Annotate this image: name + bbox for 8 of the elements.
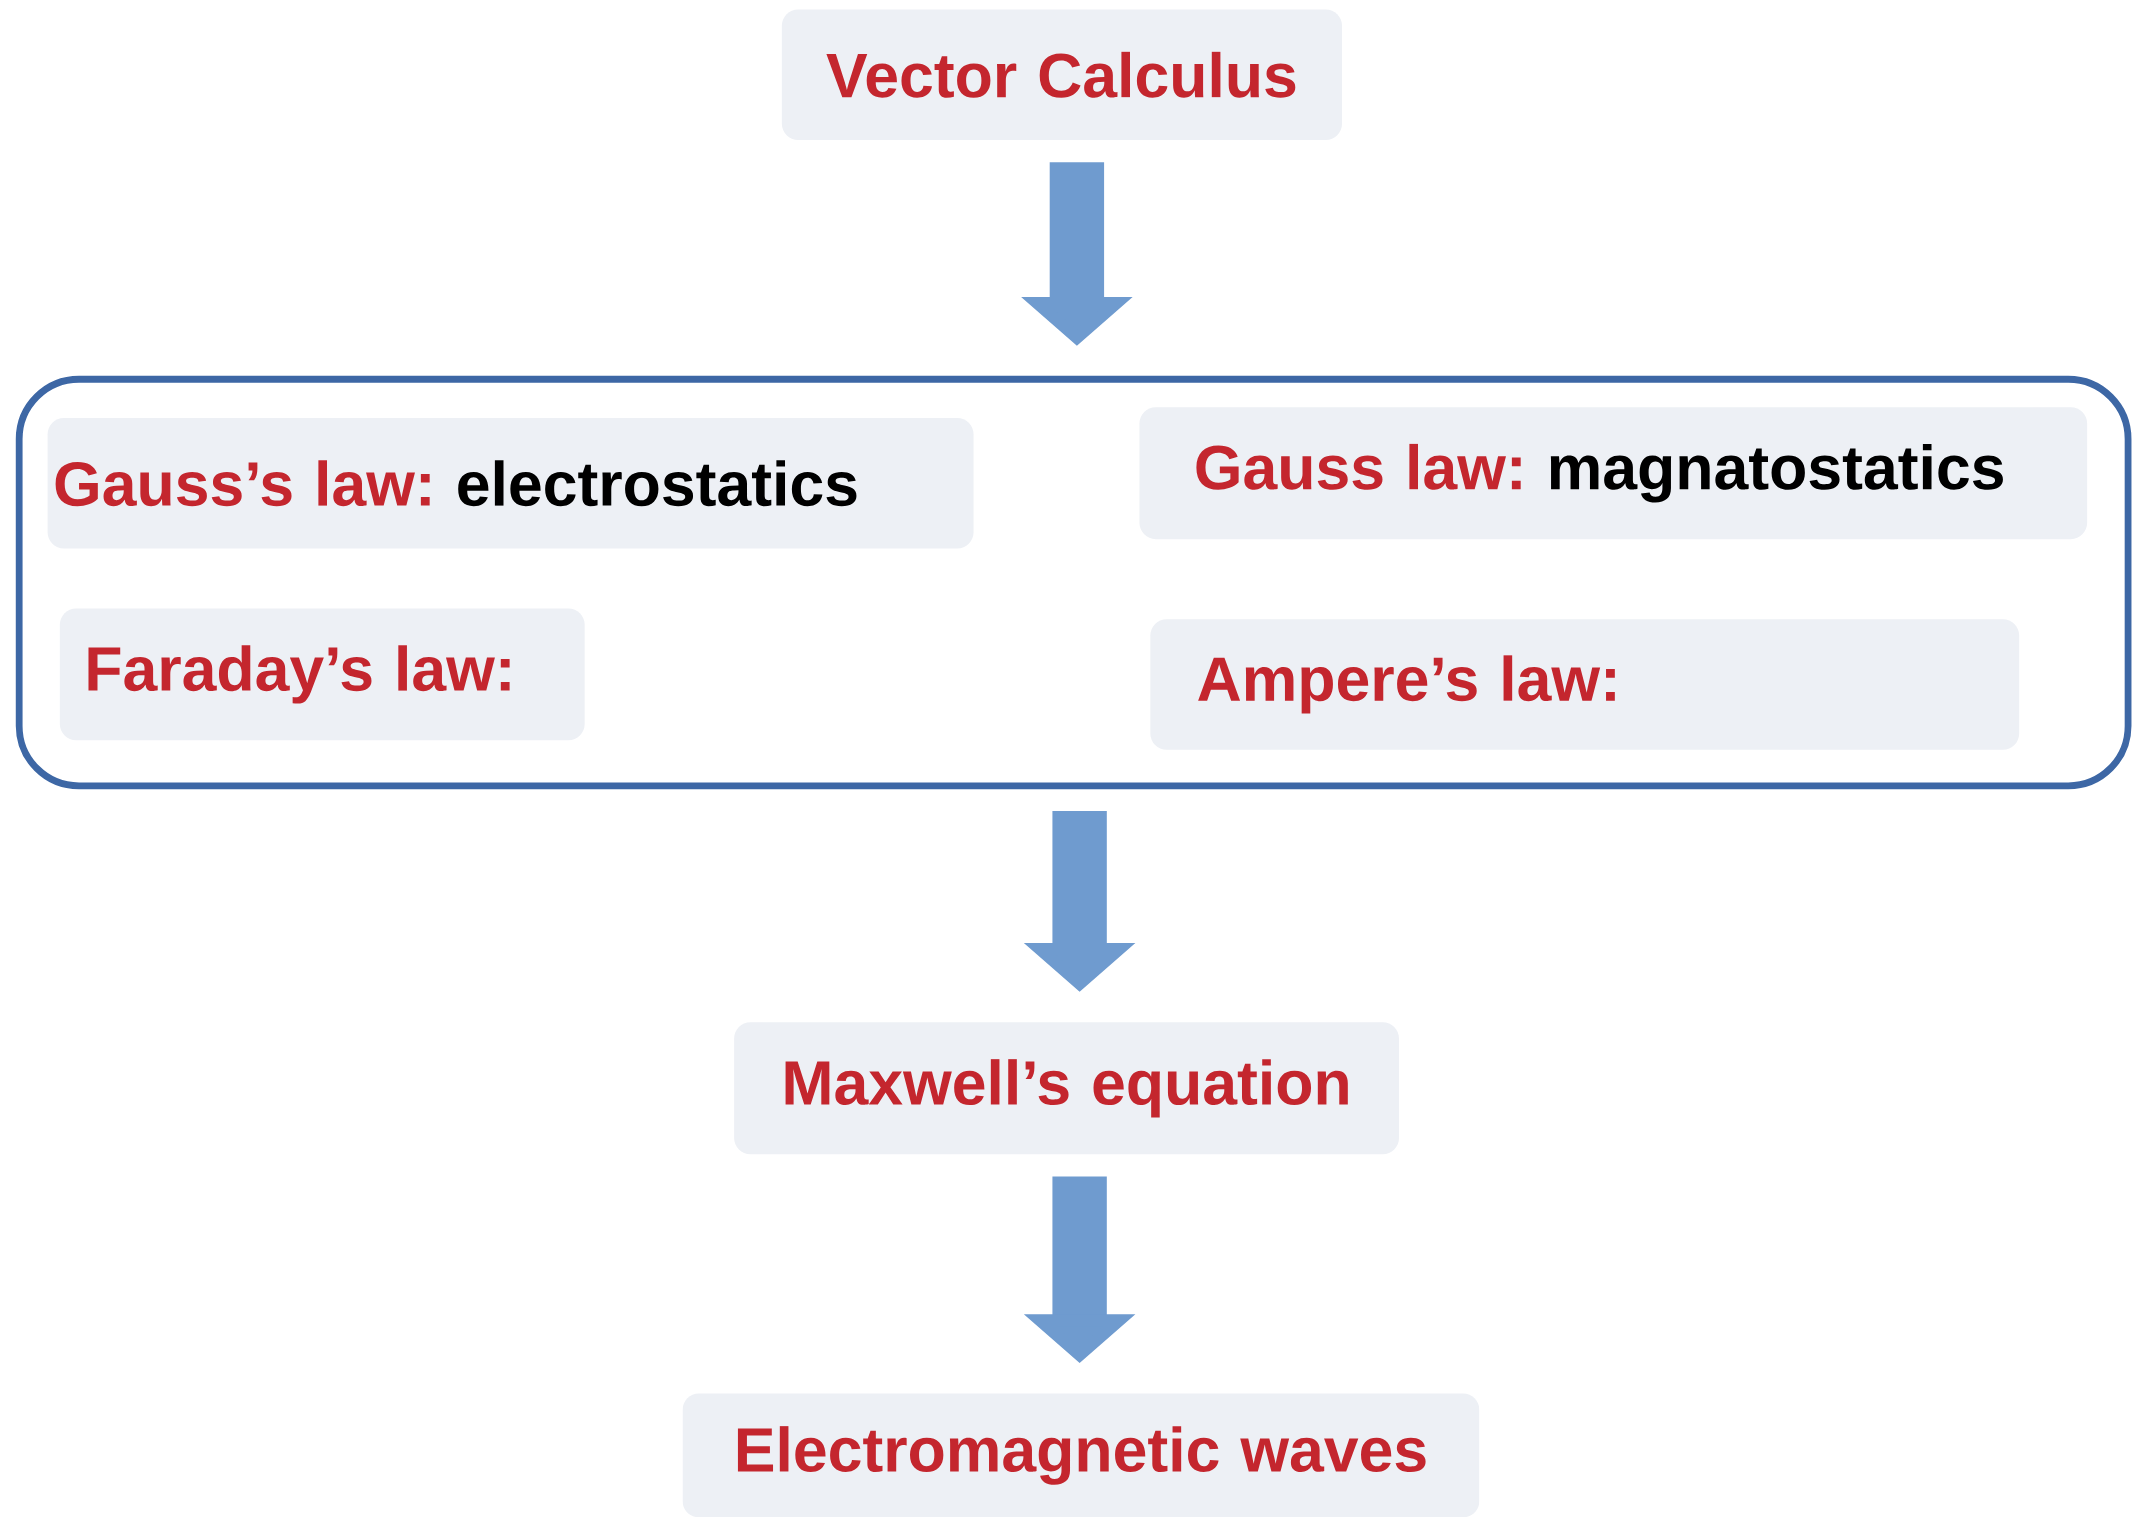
text-box: Faraday’s law:: [59, 608, 585, 741]
text-box: Ampere’s law:: [1150, 619, 2020, 750]
text-box: Gauss law: magnatostatics: [1139, 407, 2088, 539]
text-box: Maxwell’s equation: [734, 1022, 1399, 1155]
group-frame: [15, 375, 2132, 789]
text-box: Vector Calculus: [781, 9, 1343, 140]
text-box: Gauss’s law: electrostatics: [47, 417, 974, 549]
text-box: Electromagnetic waves: [682, 1393, 1480, 1517]
